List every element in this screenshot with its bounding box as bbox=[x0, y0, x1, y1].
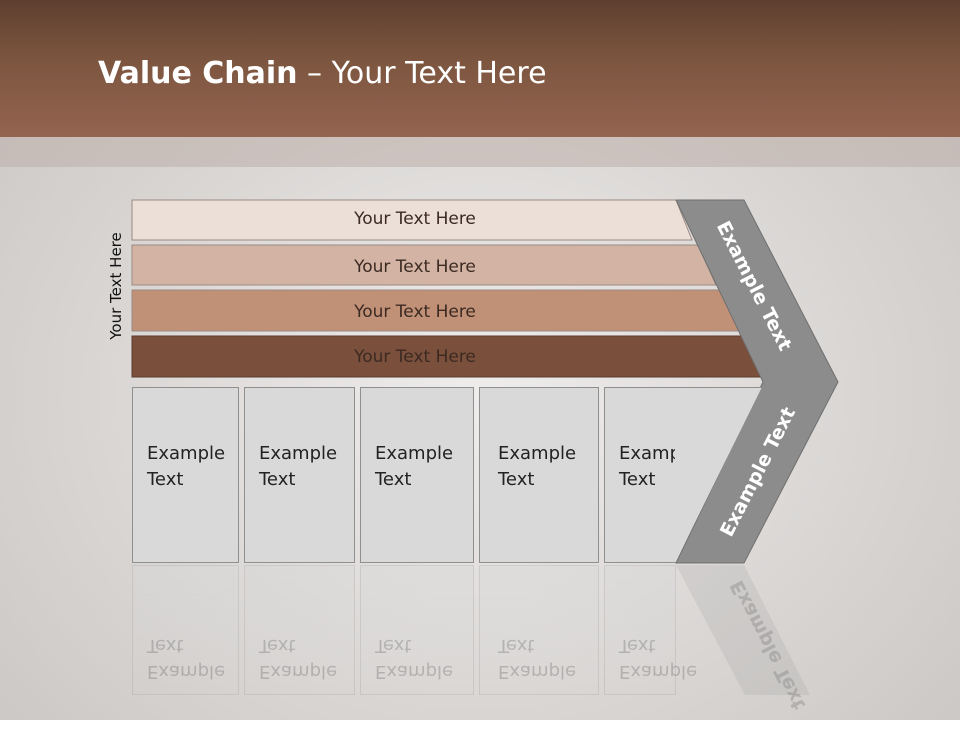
box-line2: Text bbox=[619, 469, 656, 490]
chevron-reflection bbox=[676, 565, 810, 695]
bar-label-3: Your Text Here bbox=[354, 302, 476, 322]
chevron-shape bbox=[675, 199, 839, 564]
box-line2: Text bbox=[147, 469, 184, 490]
bar-shape-2 bbox=[131, 244, 717, 286]
reflection-text-4: Example Text bbox=[498, 632, 593, 684]
box-reflection-5: Example Text bbox=[604, 565, 697, 695]
box-reflection-3: Example Text bbox=[360, 565, 474, 695]
value-chain-shapes bbox=[131, 199, 839, 695]
refl-line1: Example bbox=[147, 661, 226, 682]
title-rest: – Your Text Here bbox=[297, 56, 547, 91]
side-label: Your Text Here bbox=[107, 232, 125, 340]
box-line2: Text bbox=[259, 469, 296, 490]
header-band bbox=[0, 137, 960, 167]
bar-label-1: Your Text Here bbox=[354, 209, 476, 229]
refl-line2: Text bbox=[259, 635, 296, 656]
reflection-text-1: Example Text bbox=[147, 632, 242, 684]
refl-line1: Example bbox=[259, 661, 338, 682]
reflection-text-2: Example Text bbox=[259, 632, 354, 684]
reflection-text-5: Example Text bbox=[619, 632, 714, 684]
refl-line1: Example bbox=[498, 661, 577, 682]
example-box-5-tail bbox=[675, 387, 762, 563]
reflection-text-3: Example Text bbox=[375, 632, 470, 684]
title-bold: Value Chain bbox=[98, 56, 298, 91]
box-line2: Text bbox=[498, 469, 535, 490]
box-line2: Text bbox=[375, 469, 412, 490]
box-reflection-1: Example Text bbox=[132, 565, 239, 695]
box-line1: Example bbox=[259, 443, 338, 464]
refl-line2: Text bbox=[147, 635, 184, 656]
box-line1: Example bbox=[147, 443, 226, 464]
header-bar bbox=[0, 0, 960, 137]
box-reflection-4: Example Text bbox=[479, 565, 599, 695]
refl-line1: Example bbox=[375, 661, 454, 682]
bar-label-2: Your Text Here bbox=[354, 257, 476, 277]
bar-shape-1 bbox=[131, 199, 693, 241]
bar-label-4: Your Text Here bbox=[354, 347, 476, 367]
box-line1: Example bbox=[498, 443, 577, 464]
refl-line1: Example bbox=[619, 661, 698, 682]
refl-line2: Text bbox=[375, 635, 412, 656]
refl-line2: Text bbox=[498, 635, 535, 656]
box-line1: Example bbox=[375, 443, 454, 464]
refl-line2: Text bbox=[619, 635, 656, 656]
box-reflection-2: Example Text bbox=[244, 565, 355, 695]
slide-title: Value Chain – Your Text Here bbox=[98, 55, 547, 93]
